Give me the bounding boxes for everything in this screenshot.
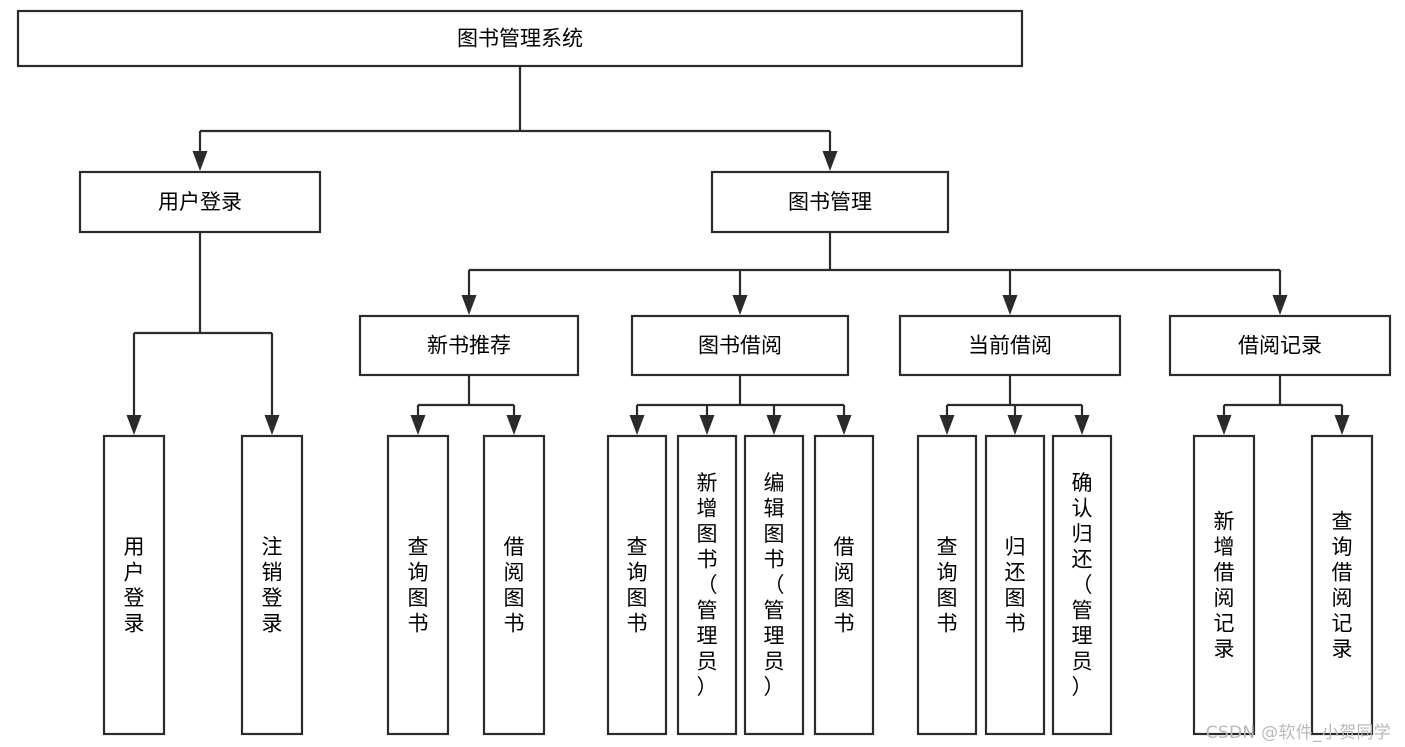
node-box-leaf-borrow-query[interactable] — [606, 434, 668, 736]
node-box-user-login[interactable] — [78, 170, 322, 234]
node-book-borrow[interactable]: 图书借阅 — [630, 314, 850, 377]
arrow-head-icon — [410, 415, 426, 435]
node-box-new-book-rec[interactable] — [358, 314, 580, 377]
node-book-manage[interactable]: 图书管理 — [710, 170, 950, 234]
connector-layer — [126, 66, 1350, 435]
node-label-leaf-user-logout: 注销登录 — [262, 535, 283, 636]
node-label-leaf-cur-return: 归还图书 — [1005, 535, 1026, 636]
arrow-head-icon — [264, 415, 280, 435]
node-leaf-rec-query[interactable]: 查询图书 — [386, 434, 450, 736]
node-box-leaf-rec-add[interactable] — [1192, 434, 1256, 736]
node-current-borrow[interactable]: 当前借阅 — [898, 314, 1122, 377]
node-leaf-rec-borrow[interactable]: 借阅图书 — [482, 434, 546, 736]
connector-group-root — [192, 66, 838, 171]
arrow-head-icon — [836, 415, 852, 435]
arrow-head-icon — [461, 295, 477, 315]
node-box-leaf-user-logout[interactable] — [240, 434, 304, 736]
node-box-book-borrow[interactable] — [630, 314, 850, 377]
node-label-leaf-borrow-lend: 借阅图书 — [834, 535, 855, 636]
arrow-head-icon — [699, 415, 715, 435]
node-leaf-cur-confirm[interactable]: 确认归还（管理员） — [1051, 434, 1113, 736]
node-label-leaf-rec-add: 新增借阅记录 — [1214, 509, 1235, 661]
node-layer: 图书管理系统用户登录图书管理新书推荐图书借阅当前借阅借阅记录用户登录注销登录查询… — [16, 9, 1392, 736]
node-leaf-borrow-add[interactable]: 新增图书（管理员） — [676, 434, 738, 736]
node-label-leaf-rec-borrow: 借阅图书 — [504, 535, 525, 636]
arrow-head-icon — [766, 415, 782, 435]
arrow-head-icon — [629, 415, 645, 435]
csdn-watermark: CSDN @软件_小贺同学 — [1205, 723, 1391, 743]
node-label-leaf-rec-search: 查询借阅记录 — [1332, 509, 1353, 661]
node-box-leaf-borrow-add[interactable] — [676, 434, 738, 736]
node-leaf-borrow-query[interactable]: 查询图书 — [606, 434, 668, 736]
node-label-leaf-cur-query: 查询图书 — [937, 535, 958, 636]
node-label-book-manage: 图书管理 — [788, 190, 872, 214]
node-label-leaf-borrow-edit: 编辑图书（管理员） — [764, 471, 785, 699]
node-leaf-borrow-edit[interactable]: 编辑图书（管理员） — [743, 434, 805, 736]
node-label-leaf-rec-query: 查询图书 — [408, 535, 429, 636]
node-label-leaf-borrow-add: 新增图书（管理员） — [697, 471, 718, 699]
node-label-borrow-record: 借阅记录 — [1238, 334, 1322, 358]
arrow-head-icon — [1007, 415, 1023, 435]
node-leaf-cur-return[interactable]: 归还图书 — [984, 434, 1046, 736]
node-label-leaf-borrow-query: 查询图书 — [627, 535, 648, 636]
arrow-head-icon — [1334, 415, 1350, 435]
node-box-leaf-rec-search[interactable] — [1310, 434, 1374, 736]
node-root[interactable]: 图书管理系统 — [16, 9, 1024, 68]
node-label-book-borrow: 图书借阅 — [698, 334, 782, 358]
connector-group-current-borrow — [939, 375, 1090, 435]
node-label-leaf-user-login: 用户登录 — [124, 535, 145, 636]
node-leaf-rec-search[interactable]: 查询借阅记录 — [1310, 434, 1374, 736]
node-leaf-user-login[interactable]: 用户登录 — [102, 434, 166, 736]
node-label-current-borrow: 当前借阅 — [968, 334, 1052, 358]
arrow-head-icon — [822, 151, 838, 171]
connector-group-book-borrow — [629, 375, 852, 435]
node-box-current-borrow[interactable] — [898, 314, 1122, 377]
node-leaf-cur-query[interactable]: 查询图书 — [916, 434, 978, 736]
node-box-leaf-rec-borrow[interactable] — [482, 434, 546, 736]
arrow-head-icon — [1074, 415, 1090, 435]
node-box-leaf-cur-confirm[interactable] — [1051, 434, 1113, 736]
node-box-leaf-cur-return[interactable] — [984, 434, 1046, 736]
node-label-leaf-cur-confirm: 确认归还（管理员） — [1072, 471, 1093, 699]
node-box-borrow-record[interactable] — [1168, 314, 1392, 377]
node-leaf-rec-add[interactable]: 新增借阅记录 — [1192, 434, 1256, 736]
node-box-leaf-borrow-lend[interactable] — [813, 434, 875, 736]
node-box-leaf-borrow-edit[interactable] — [743, 434, 805, 736]
node-borrow-record[interactable]: 借阅记录 — [1168, 314, 1392, 377]
node-label-user-login: 用户登录 — [158, 190, 242, 214]
node-new-book-rec[interactable]: 新书推荐 — [358, 314, 580, 377]
arrow-head-icon — [1272, 295, 1288, 315]
arrow-head-icon — [1216, 415, 1232, 435]
arrow-head-icon — [1002, 295, 1018, 315]
arrow-head-icon — [939, 415, 955, 435]
arrow-head-icon — [192, 151, 208, 171]
node-label-new-book-rec: 新书推荐 — [427, 334, 511, 358]
node-box-book-manage[interactable] — [710, 170, 950, 234]
arrow-head-icon — [126, 415, 142, 435]
node-leaf-borrow-lend[interactable]: 借阅图书 — [813, 434, 875, 736]
connector-group-book-manage — [461, 232, 1288, 315]
connector-group-borrow-record — [1216, 375, 1350, 435]
arrow-head-icon — [732, 295, 748, 315]
connector-group-new-book-rec — [410, 375, 522, 435]
node-box-leaf-rec-query[interactable] — [386, 434, 450, 736]
connector-group-user-login — [126, 232, 280, 435]
node-user-login[interactable]: 用户登录 — [78, 170, 322, 234]
node-box-leaf-cur-query[interactable] — [916, 434, 978, 736]
node-leaf-user-logout[interactable]: 注销登录 — [240, 434, 304, 736]
arrow-head-icon — [506, 415, 522, 435]
node-box-root[interactable] — [16, 9, 1024, 68]
node-box-leaf-user-login[interactable] — [102, 434, 166, 736]
node-label-root: 图书管理系统 — [457, 27, 583, 51]
